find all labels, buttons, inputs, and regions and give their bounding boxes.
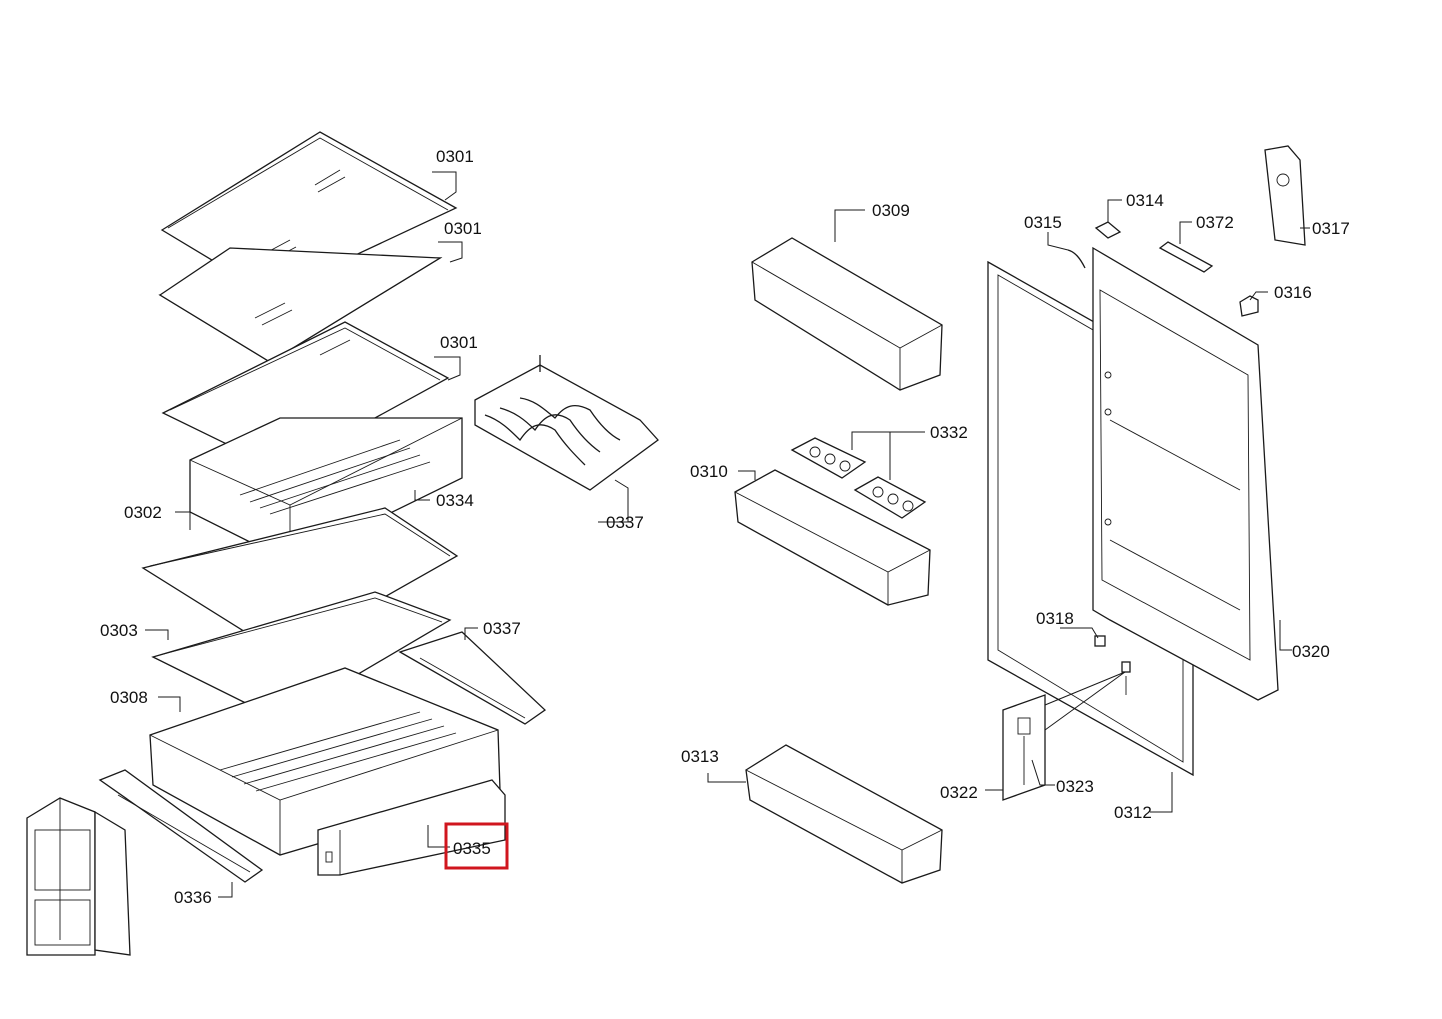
- front-panel-0335: [317, 779, 506, 876]
- leader-lines: [145, 171, 1310, 898]
- label-0337-rack: 0337: [606, 513, 644, 532]
- label-0310: 0310: [690, 462, 728, 481]
- egg-tray-b: [853, 476, 927, 519]
- highlight-box-0335: [444, 822, 509, 870]
- egg-tray-a: [790, 437, 867, 479]
- part-0316: [1239, 295, 1259, 317]
- cover-0303: [151, 591, 452, 721]
- part-labels: 0301 0301 0301 0302 0334 0337 0303 0337 …: [100, 147, 1350, 907]
- part-0315: [1067, 249, 1086, 269]
- label-0301-third: 0301: [440, 333, 478, 352]
- label-0308: 0308: [110, 688, 148, 707]
- label-0317: 0317: [1312, 219, 1350, 238]
- door-bin-0310: [734, 469, 931, 606]
- part-0372: [1158, 241, 1214, 273]
- label-0334: 0334: [436, 491, 474, 510]
- label-0318: 0318: [1036, 609, 1074, 628]
- part-0317: [1264, 145, 1306, 246]
- door-bin-0313: [745, 744, 943, 884]
- label-0316: 0316: [1274, 283, 1312, 302]
- label-0309: 0309: [872, 201, 910, 220]
- rail-0337: [398, 631, 547, 725]
- label-0313: 0313: [681, 747, 719, 766]
- label-0322: 0322: [940, 783, 978, 802]
- label-0320: 0320: [1292, 642, 1330, 661]
- glass-shelf-second: [158, 247, 443, 363]
- rail-0336: [98, 769, 264, 883]
- wine-rack-0337: [474, 355, 659, 491]
- part-0314: [1094, 221, 1122, 239]
- label-0323: 0323: [1056, 777, 1094, 796]
- door-0320: [1092, 246, 1279, 701]
- label-0337-rail: 0337: [483, 619, 521, 638]
- door-bin-0309: [751, 237, 943, 391]
- label-0301-top: 0301: [436, 147, 474, 166]
- label-0301-second: 0301: [444, 219, 482, 238]
- label-0332: 0332: [930, 423, 968, 442]
- label-0303: 0303: [100, 621, 138, 640]
- label-0315: 0315: [1024, 213, 1062, 232]
- label-0302: 0302: [124, 503, 162, 522]
- label-0372: 0372: [1196, 213, 1234, 232]
- label-0314: 0314: [1126, 191, 1164, 210]
- shelf-0302: [141, 507, 459, 656]
- label-0336: 0336: [174, 888, 212, 907]
- label-0335: 0335: [453, 839, 491, 858]
- label-0312: 0312: [1114, 803, 1152, 822]
- fridge-thumbnail: [26, 797, 131, 956]
- hinge-screw: [1121, 661, 1131, 695]
- part-0318: [1094, 635, 1106, 647]
